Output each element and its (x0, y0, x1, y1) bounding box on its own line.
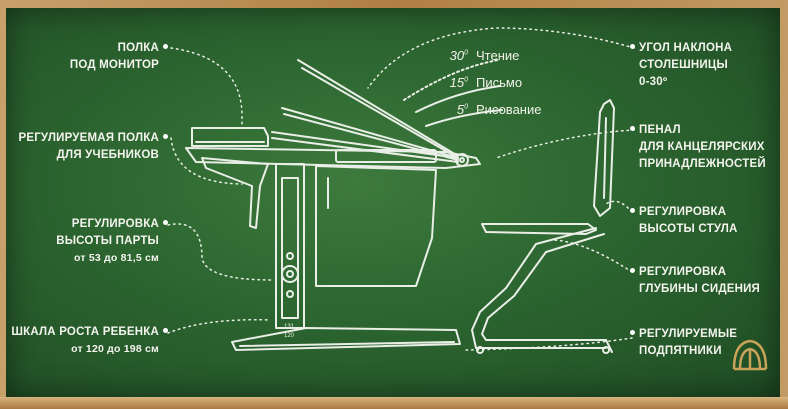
chair-frame (471, 227, 607, 349)
monitor-shelf (191, 127, 269, 147)
label-pencil-case-line2: ДЛЯ КАНЦЕЛЯРСКИХ (639, 141, 765, 153)
brand-logo-icon (732, 339, 768, 371)
label-feet-line1: РЕГУЛИРУЕМЫЕ (639, 328, 738, 340)
label-pencil-case-line3: ПРИНАДЛЕЖНОСТЕЙ (639, 158, 766, 170)
label-shelf-monitor-line1: ПОЛКА (117, 42, 159, 54)
chair-seat (481, 223, 597, 235)
label-shelf-books-line1: РЕГУЛИРУЕМАЯ ПОЛКА (18, 132, 159, 144)
angle-15-label: Письмо (476, 75, 523, 90)
leader-desk-height (167, 223, 273, 281)
leader-chair-height (605, 200, 633, 213)
label-desk-height-line3: от 53 до 81,5 см (74, 252, 159, 264)
angle-5-label: Рисование (476, 102, 542, 117)
bullet-dot (630, 126, 635, 132)
leader-feet (465, 337, 633, 351)
bullet-dot (163, 328, 168, 334)
label-chair-height: РЕГУЛИРОВКА ВЫСОТЫ СТУЛА (626, 204, 738, 238)
bullet-dot (163, 134, 168, 140)
label-desk-height: РЕГУЛИРОВКА ВЫСОТЫ ПАРТЫ от 53 до 81,5 с… (56, 216, 172, 267)
chair-back (593, 99, 615, 217)
angle-5-value: 5 (456, 102, 465, 117)
scale-mark-120: 120 (284, 333, 295, 339)
angle-30-value: 30 (449, 48, 465, 63)
leader-tilt (367, 27, 635, 89)
label-tilt-angle-line3: 0-30º (639, 76, 668, 88)
leader-growth-scale (167, 319, 271, 334)
bullet-dot (630, 208, 635, 214)
angle-15-value: 15 (449, 75, 465, 90)
label-desk-height-line1: РЕГУЛИРОВКА (71, 218, 159, 230)
label-chair-height-line1: РЕГУЛИРОВКА (639, 206, 727, 218)
desk-base (231, 327, 461, 351)
angle-30-label: Чтение (476, 48, 520, 63)
label-seat-depth-line2: ГЛУБИНЫ СИДЕНИЯ (639, 283, 761, 295)
label-tilt-angle-line1: УГОЛ НАКЛОНА (639, 42, 733, 54)
leader-seat-depth (553, 239, 633, 273)
label-tilt-angle: УГОЛ НАКЛОНА СТОЛЕШНИЦЫ 0-30º (626, 40, 732, 91)
label-feet-line2: ПОДПЯТНИКИ (639, 345, 722, 357)
bullet-dot (163, 220, 168, 226)
label-seat-depth: РЕГУЛИРОВКА ГЛУБИНЫ СИДЕНИЯ (626, 264, 760, 298)
label-shelf-monitor: ПОЛКА ПОД МОНИТОР (70, 40, 172, 74)
label-shelf-books-line2: ДЛЯ УЧЕБНИКОВ (56, 149, 159, 161)
desk-leg (275, 163, 305, 329)
scale-mark-131: 131 (284, 324, 295, 330)
label-growth-scale-line2: от 120 до 198 см (71, 343, 159, 355)
bullet-dot (630, 330, 635, 336)
label-shelf-books: РЕГУЛИРУЕМАЯ ПОЛКА ДЛЯ УЧЕБНИКОВ (18, 130, 172, 164)
label-pencil-case: ПЕНАЛ ДЛЯ КАНЦЕЛЯРСКИХ ПРИНАДЛЕЖНОСТЕЙ (626, 122, 766, 173)
hinge (455, 153, 469, 167)
leader-shelf-monitor (170, 47, 243, 127)
label-chair-height-line2: ВЫСОТЫ СТУЛА (639, 223, 738, 235)
label-growth-scale-line1: ШКАЛА РОСТА РЕБЕНКА (11, 326, 159, 338)
label-growth-scale: ШКАЛА РОСТА РЕБЕНКА от 120 до 198 см (11, 324, 172, 358)
label-pencil-case-line1: ПЕНАЛ (639, 124, 681, 136)
bullet-dot (163, 44, 168, 50)
label-desk-height-line2: ВЫСОТЫ ПАРТЫ (56, 235, 159, 247)
pencil-case (335, 149, 437, 163)
tabletop-30 (297, 59, 459, 157)
label-seat-depth-line1: РЕГУЛИРОВКА (639, 266, 727, 278)
bullet-dot (630, 268, 635, 274)
label-tilt-angle-line2: СТОЛЕШНИЦЫ (639, 59, 728, 71)
chalk-ledge (0, 397, 788, 409)
desk-chair-drawing: 131 120 (167, 27, 635, 354)
label-feet: РЕГУЛИРУЕМЫЕ ПОДПЯТНИКИ (626, 326, 737, 360)
label-shelf-monitor-line2: ПОД МОНИТОР (69, 59, 159, 71)
bullet-dot (630, 44, 635, 50)
tabletop-5 (271, 131, 459, 159)
desktop (185, 147, 481, 169)
desk-panel (315, 165, 437, 287)
